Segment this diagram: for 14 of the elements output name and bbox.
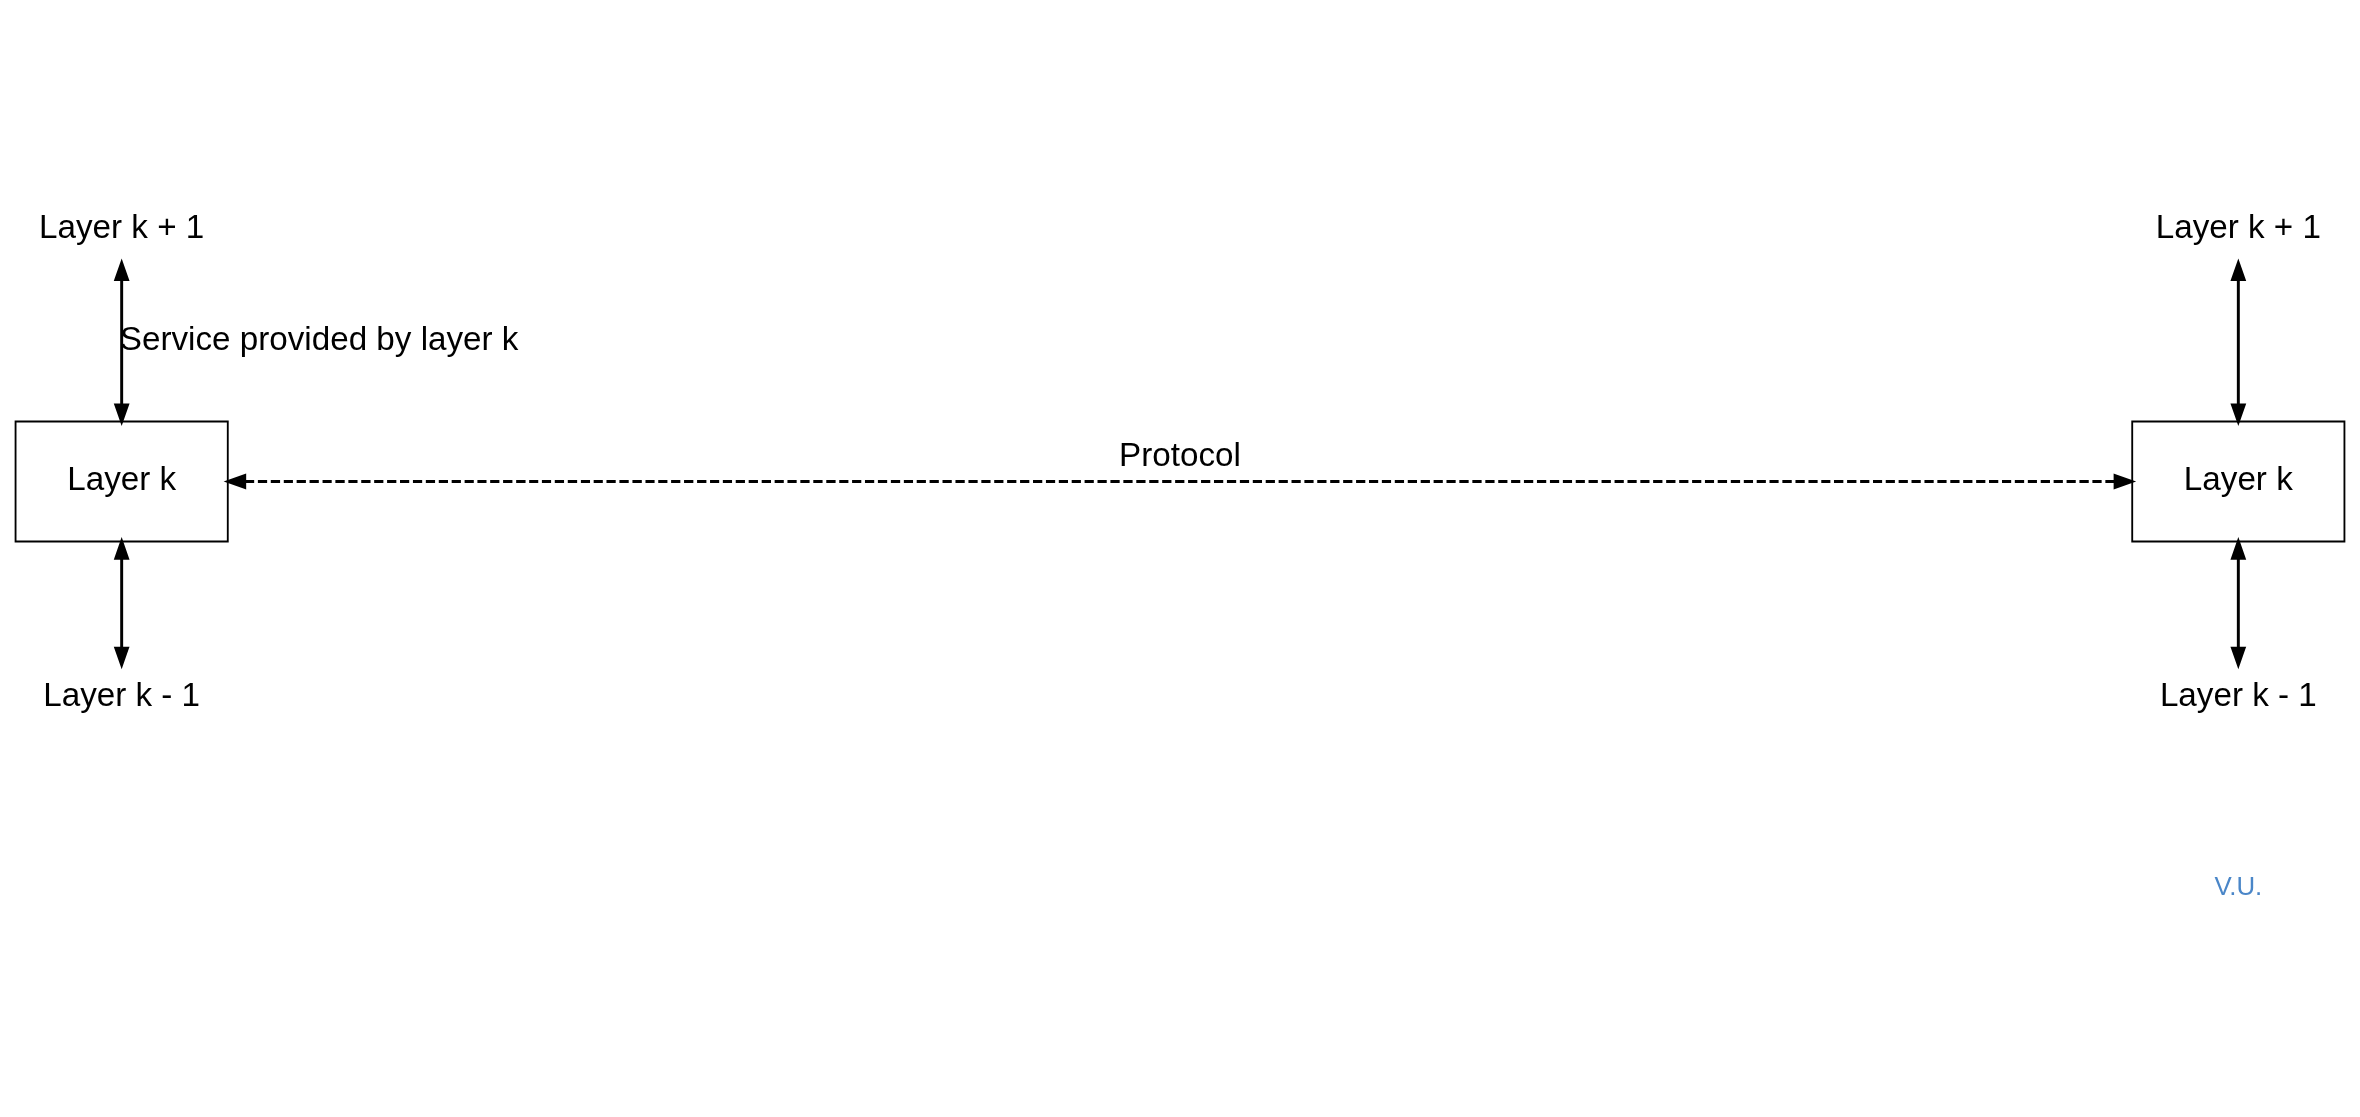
node-text: Layer k + 1 xyxy=(39,207,205,245)
arrow xyxy=(2230,536,2247,669)
arrow xyxy=(113,257,130,426)
edge-label: Service provided by layer k xyxy=(119,319,519,357)
arrow xyxy=(2230,257,2247,426)
node-text: Layer k - 1 xyxy=(43,675,201,713)
label: V.U. xyxy=(2214,871,2263,900)
node-box: Layer k xyxy=(2131,420,2346,542)
node-box: Layer k xyxy=(14,420,229,542)
arrow xyxy=(113,536,130,669)
arrow xyxy=(223,473,2137,489)
edge-label: Protocol xyxy=(1119,435,1241,473)
node-text: Layer k - 1 xyxy=(2159,675,2317,713)
node-text: Layer k + 1 xyxy=(2155,207,2321,245)
